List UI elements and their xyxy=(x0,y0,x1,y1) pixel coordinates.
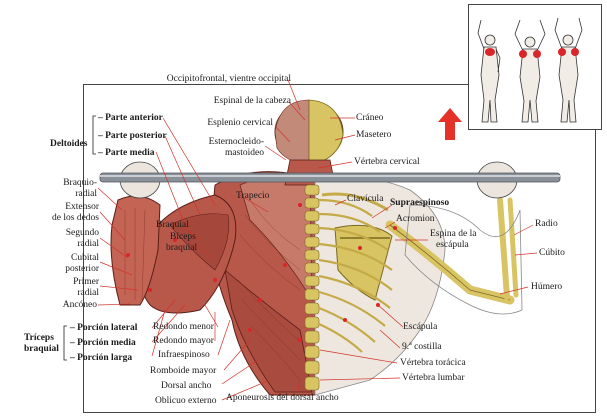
label-occipitofrontal: Occipitofrontal, vientre occipital xyxy=(166,74,291,84)
label-oblicuo: Oblicuo externo xyxy=(155,396,217,406)
label-espina-1: Espina de la xyxy=(430,229,477,239)
label-primer-radial-2: radial xyxy=(77,288,99,298)
label-aponeurosis: Aponeurosis del dorsal ancho xyxy=(226,393,339,403)
label-escapula: Escápula xyxy=(403,322,438,332)
up-arrow-icon xyxy=(438,108,462,140)
label-cubital-1: Cubital xyxy=(71,253,99,263)
label-masetero: Masetero xyxy=(356,130,392,140)
label-clavicula: Clavícula xyxy=(347,194,384,204)
label-costilla: 9.ª costilla xyxy=(402,342,442,352)
label-esplenio: Esplenio cervical xyxy=(207,118,273,128)
label-extensor-1: Extensor xyxy=(65,202,99,212)
figure-skeleton xyxy=(304,161,523,396)
label-redondo-menor: Redondo menor xyxy=(153,322,214,332)
label-vertebra-toracica: Vértebra torácica xyxy=(400,358,466,368)
group-brackets xyxy=(63,115,96,361)
label-braquiorradial-1: Braquio- xyxy=(63,178,97,188)
label-ancone: Ancóneo xyxy=(62,300,97,310)
label-cubital-2: posterior xyxy=(65,264,99,274)
mini-figure-icon xyxy=(477,17,583,123)
label-vertebra-cervical: Vértebra cervical xyxy=(354,157,420,167)
label-acromion: Acromion xyxy=(396,214,435,224)
label-infraespinoso: Infraespinoso xyxy=(158,350,210,360)
label-porcion-lateral: – Porción lateral xyxy=(70,323,138,333)
label-braquiorradial-2: radial xyxy=(75,189,97,199)
label-redondo-mayor: Redondo mayor xyxy=(153,336,214,346)
label-deltoides: Deltoides xyxy=(50,139,88,149)
label-porcion-media: – Porción media xyxy=(70,338,136,348)
label-vertebra-lumbar: Vértebra lumbar xyxy=(402,373,465,383)
label-parte-anterior: – Parte anterior xyxy=(98,113,163,123)
label-extensor-2: de los dedos xyxy=(52,213,99,223)
label-trapecio: Trapecio xyxy=(236,191,270,201)
label-triceps-2: braquial xyxy=(24,344,59,354)
label-segundo-radial-1: Segundo xyxy=(65,228,99,238)
label-primer-radial-1: Primer xyxy=(73,277,99,287)
label-biceps-2: braquial xyxy=(166,243,198,253)
diagram-frame xyxy=(83,84,596,413)
label-esternocleido-1: Esternocleido- xyxy=(208,137,264,147)
label-parte-media: – Parte media xyxy=(98,148,155,158)
label-radio: Radio xyxy=(535,219,558,229)
label-esternocleido-2: mastoideo xyxy=(224,148,264,158)
label-biceps-1: Bíceps xyxy=(170,232,196,242)
label-segundo-radial-2: radial xyxy=(77,239,99,249)
leader-lines xyxy=(97,79,538,401)
label-triceps-1: Tríceps xyxy=(24,333,54,343)
label-supraespinoso: Supraespinoso xyxy=(390,198,450,208)
label-braquial: Braquial xyxy=(156,220,189,230)
label-parte-posterior: – Parte posterior xyxy=(98,131,167,141)
label-craneo: Cráneo xyxy=(356,113,384,123)
label-espina-2: escápula xyxy=(436,240,469,250)
label-romboide: Romboide mayor xyxy=(150,366,217,376)
label-espinal-cabeza: Espinal de la cabeza xyxy=(213,96,291,106)
barbell xyxy=(99,172,561,183)
label-humero: Húmero xyxy=(531,282,563,292)
figure-muscles xyxy=(110,99,344,396)
origin-markers xyxy=(126,203,397,342)
label-dorsal-ancho: Dorsal ancho xyxy=(161,381,212,391)
label-cubito: Cúbito xyxy=(539,248,565,258)
label-porcion-larga: – Porción larga xyxy=(70,353,133,363)
